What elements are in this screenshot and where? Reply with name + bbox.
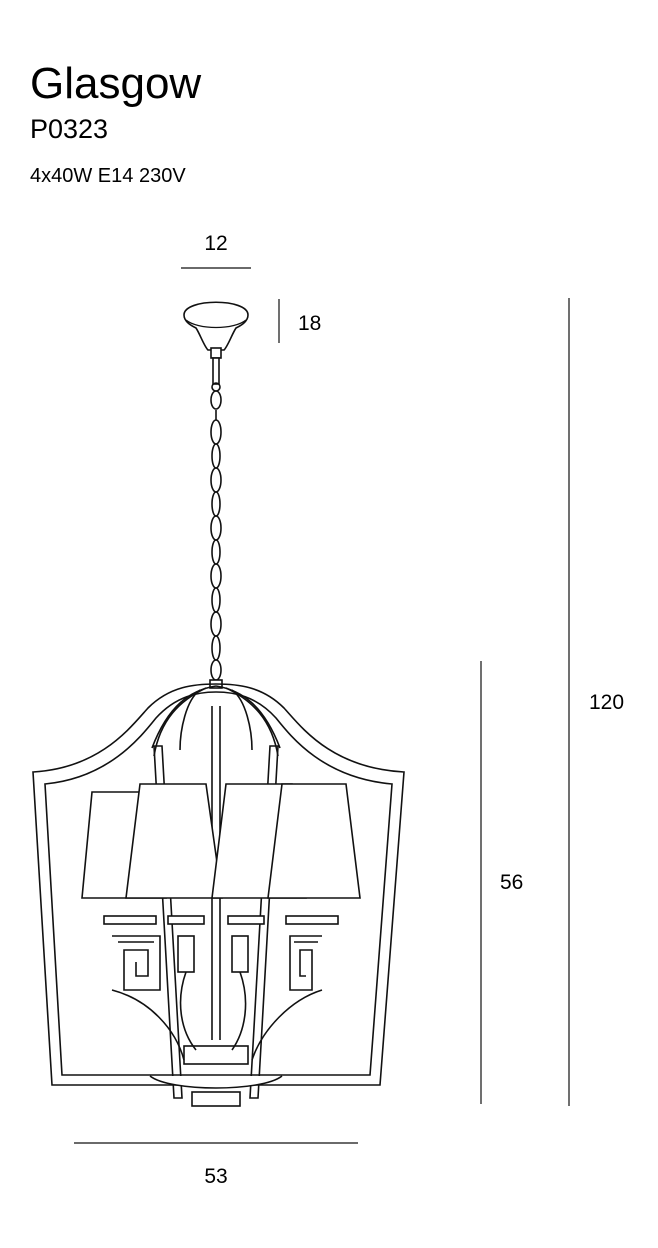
canopy-height-label: 18 <box>298 312 321 335</box>
shade-right <box>267 783 361 899</box>
suspension-chain <box>209 357 223 689</box>
body-width-label: 53 <box>204 1165 227 1188</box>
body-height-label: 56 <box>500 871 523 894</box>
electrical-spec: 4x40W E14 230V <box>30 165 186 187</box>
dimension-lines: 12 18 120 56 53 <box>74 232 624 1188</box>
shade-mid-left <box>125 783 223 899</box>
total-height-label: 120 <box>589 691 624 714</box>
lamp-shades <box>81 783 361 899</box>
product-name: Glasgow <box>30 59 202 108</box>
product-code: P0323 <box>30 114 109 144</box>
candle-holders <box>103 915 339 1061</box>
canopy-width-label: 12 <box>204 232 227 255</box>
ceiling-canopy <box>183 301 249 359</box>
